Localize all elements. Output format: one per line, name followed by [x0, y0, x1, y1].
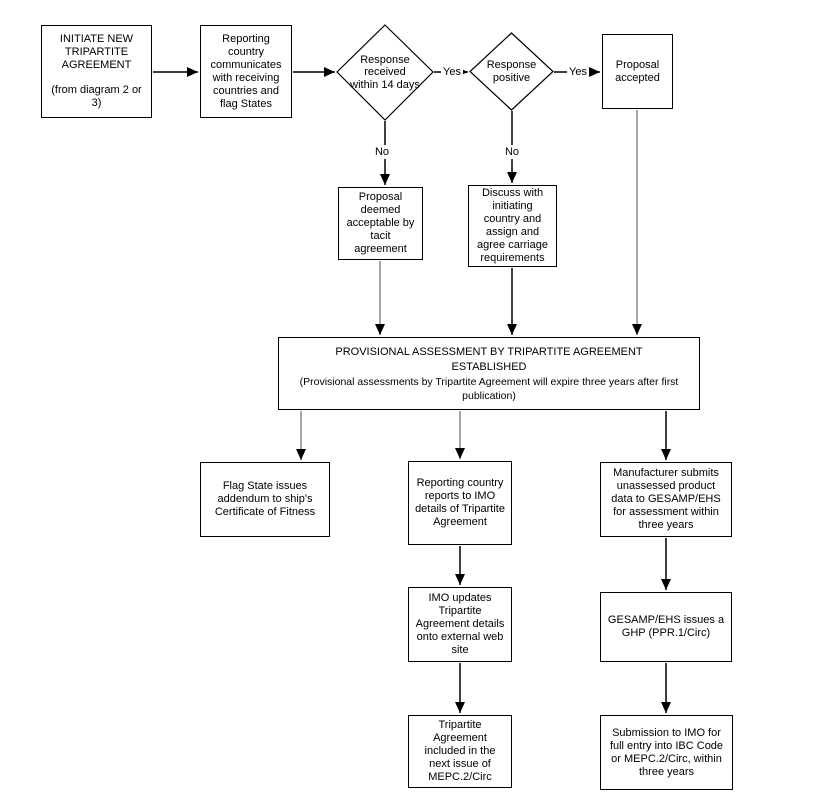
edge-label-yes-2: Yes — [567, 65, 589, 79]
node-proposal-accepted: Proposal accepted — [602, 34, 673, 109]
decision-response-received: Response received within 14 days — [337, 25, 433, 120]
node-flag-state-addendum: Flag State issues addendum to ship's Cer… — [200, 462, 330, 537]
node-manufacturer-submits-label: Manufacturer submits unassessed product … — [611, 467, 721, 531]
decision-response-positive: Response positive — [470, 33, 553, 110]
decision-diamond-response-positive — [469, 32, 554, 111]
node-imo-updates-website: IMO updates Tripartite Agreement details… — [408, 587, 512, 662]
node-included-in-mepc2circ-label: Tripartite Agreement included in the nex… — [424, 719, 496, 783]
edge-label-yes-1: Yes — [441, 65, 463, 79]
node-reporting-communicates: Reporting country communicates with rece… — [200, 25, 292, 118]
node-initiate-title: INITIATE NEW TRIPARTITE AGREEMENT — [59, 33, 134, 71]
node-included-in-mepc2circ: Tripartite Agreement included in the nex… — [408, 715, 512, 788]
node-tacit-agreement-label: Proposal deemed acceptable by tacit agre… — [346, 191, 415, 255]
node-gesamp-issues-ghp: GESAMP/EHS issues a GHP (PPR.1/Circ) — [600, 592, 732, 662]
node-flag-state-label: Flag State issues addendum to ship's Cer… — [214, 480, 316, 518]
node-initiate-new-tripartite: INITIATE NEW TRIPARTITE AGREEMENT (from … — [41, 25, 152, 118]
node-reports-to-imo-label: Reporting country reports to IMO details… — [415, 477, 505, 528]
edge-label-no-2: No — [502, 145, 522, 159]
node-reporting-communicates-label: Reporting country communicates with rece… — [210, 32, 282, 110]
node-provisional-title: PROVISIONAL ASSESSMENT BY TRIPARTITE AGR… — [335, 345, 643, 373]
edge-label-no-1: No — [372, 145, 392, 159]
node-discuss-initiating: Discuss with initiating country and assi… — [468, 185, 557, 267]
node-discuss-initiating-label: Discuss with initiating country and assi… — [477, 187, 548, 264]
node-submission-to-imo-label: Submission to IMO for full entry into IB… — [609, 726, 724, 778]
node-submission-to-imo: Submission to IMO for full entry into IB… — [600, 715, 733, 790]
node-imo-updates-label: IMO updates Tripartite Agreement details… — [415, 592, 505, 656]
decision-diamond-response-received — [336, 24, 434, 121]
decision-response-positive-label: Response positive — [486, 59, 537, 84]
node-initiate-subtitle: (from diagram 2 or 3) — [51, 84, 142, 109]
node-gesamp-issues-ghp-label: GESAMP/EHS issues a GHP (PPR.1/Circ) — [607, 614, 725, 639]
node-tacit-agreement: Proposal deemed acceptable by tacit agre… — [338, 187, 423, 260]
node-provisional-assessment: PROVISIONAL ASSESSMENT BY TRIPARTITE AGR… — [278, 337, 700, 410]
decision-response-received-label: Response received within 14 days — [350, 53, 420, 91]
node-proposal-accepted-label: Proposal accepted — [615, 58, 660, 84]
node-provisional-note: (Provisional assessments by Tripartite A… — [299, 375, 679, 402]
node-manufacturer-submits: Manufacturer submits unassessed product … — [600, 462, 732, 537]
node-reports-to-imo: Reporting country reports to IMO details… — [408, 461, 512, 545]
